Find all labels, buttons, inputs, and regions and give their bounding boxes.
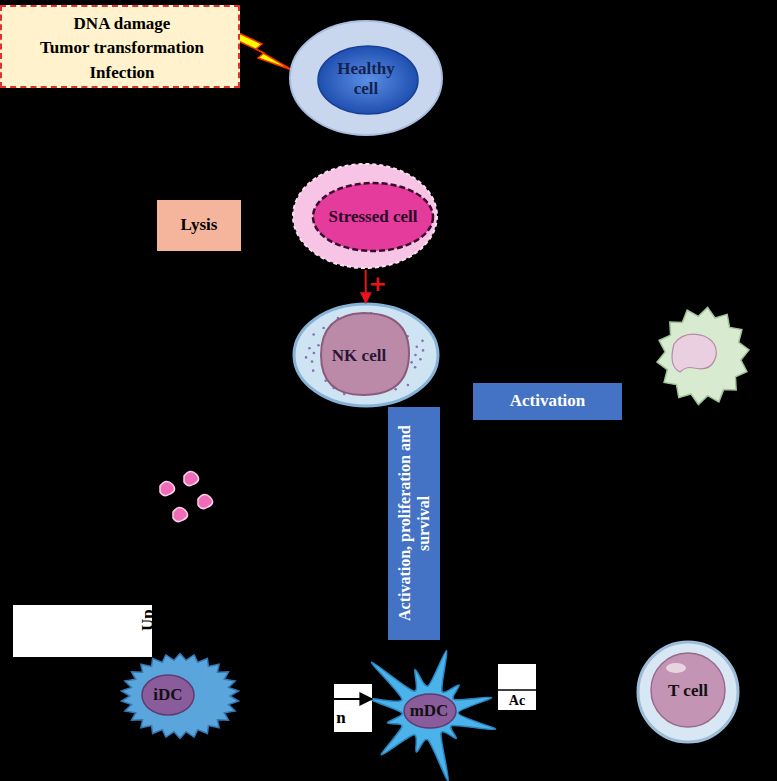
- granule: [308, 347, 311, 350]
- text-area: Activation, proliferation and survival: [388, 409, 440, 638]
- granule: [394, 388, 397, 391]
- healthy-cell: Healthy cell: [288, 20, 444, 137]
- node-text: T cell: [668, 681, 708, 701]
- node-text: Ac: [509, 693, 525, 710]
- granule: [322, 327, 325, 330]
- healthy-cell-outline: [288, 20, 444, 137]
- cytokine-dots: [160, 471, 213, 521]
- node-text: Activation: [510, 391, 586, 411]
- cell-membrane: [293, 164, 437, 268]
- highlight: [666, 663, 686, 673]
- sign-label: +: [369, 270, 387, 295]
- granule: [419, 358, 422, 361]
- cell-nucleus: [404, 694, 456, 728]
- granule: [312, 369, 315, 372]
- node-text: iDC: [153, 685, 182, 705]
- cell-nucleus: [313, 183, 433, 251]
- text-area: Up: [137, 605, 159, 635]
- node-text: Lysis: [181, 215, 218, 235]
- text-area: Lysis: [157, 200, 241, 251]
- node-text: Activation, proliferation and survival: [395, 409, 433, 638]
- cytokine: [198, 494, 213, 508]
- text-area: NK cell: [331, 327, 387, 385]
- cropped-box: Ac: [498, 664, 536, 710]
- granules: [305, 312, 425, 395]
- node-text: Infection: [89, 63, 154, 83]
- granule: [317, 344, 320, 347]
- granule: [407, 384, 410, 387]
- granule: [421, 340, 424, 343]
- node-text: NK cell: [332, 346, 386, 366]
- cropped-box: n: [334, 684, 372, 732]
- cell-membrane: [294, 304, 438, 406]
- granule: [415, 345, 418, 348]
- cropped-box: Up: [13, 605, 152, 657]
- cytokine: [173, 507, 188, 521]
- immature-dc: iDC: [118, 650, 243, 742]
- text-area: T cell: [654, 676, 722, 706]
- nk-cell: NK cell: [293, 303, 440, 408]
- granule: [305, 356, 308, 359]
- line-fragment: [498, 689, 536, 691]
- node-text: n: [336, 708, 345, 728]
- text-area: n: [334, 704, 348, 732]
- stressed-cell: Stressed cell: [291, 163, 439, 270]
- cell-nucleus: [321, 313, 409, 395]
- node-text: Stressed cell: [329, 207, 418, 227]
- granule: [414, 366, 417, 369]
- cell-nucleus: [142, 675, 194, 715]
- macrophage-cell: [657, 307, 749, 404]
- t-cell: T cell: [636, 640, 740, 744]
- activation-box: Activation: [473, 383, 622, 420]
- text-area: Ac: [498, 692, 536, 710]
- cytokine: [160, 481, 175, 495]
- granule: [311, 360, 314, 363]
- macrophage-body: [657, 307, 749, 404]
- text-area: Stressed cell: [317, 187, 429, 247]
- cell-nucleus: [318, 46, 418, 114]
- text-area: mDC: [402, 695, 456, 727]
- granule: [312, 333, 315, 336]
- activation-band: Activation, proliferation and survival: [388, 407, 440, 640]
- granule: [422, 349, 425, 352]
- lysis-box: Lysis: [157, 200, 241, 251]
- cell-membrane: [638, 642, 738, 742]
- cell-body: [370, 650, 496, 780]
- cell-membrane: [290, 21, 442, 135]
- node-text: mDC: [410, 701, 449, 721]
- node-text: Up: [138, 609, 158, 631]
- node-text: Healthy cell: [326, 59, 406, 100]
- cell-nucleus: [651, 653, 725, 727]
- text-area: Activation: [473, 383, 622, 420]
- lightning-bolt: [232, 30, 292, 70]
- granule: [313, 352, 316, 355]
- activation-arrow: [365, 270, 367, 303]
- mature-dc: mDC: [350, 635, 520, 781]
- cause-box: DNA damageTumor transformationInfection: [0, 5, 240, 88]
- text-area: Healthy cell: [326, 50, 406, 108]
- node-text: Tumor transformation: [40, 38, 204, 58]
- cytokine: [184, 471, 199, 485]
- granule: [410, 361, 413, 364]
- arrow-fragment: [334, 698, 372, 700]
- node-text: DNA damage: [74, 14, 171, 34]
- text-area: iDC: [144, 678, 192, 712]
- granule: [414, 354, 417, 357]
- cell-body: [121, 654, 238, 739]
- text-area: DNA damageTumor transformationInfection: [2, 7, 242, 90]
- macrophage-nucleus: [672, 334, 716, 372]
